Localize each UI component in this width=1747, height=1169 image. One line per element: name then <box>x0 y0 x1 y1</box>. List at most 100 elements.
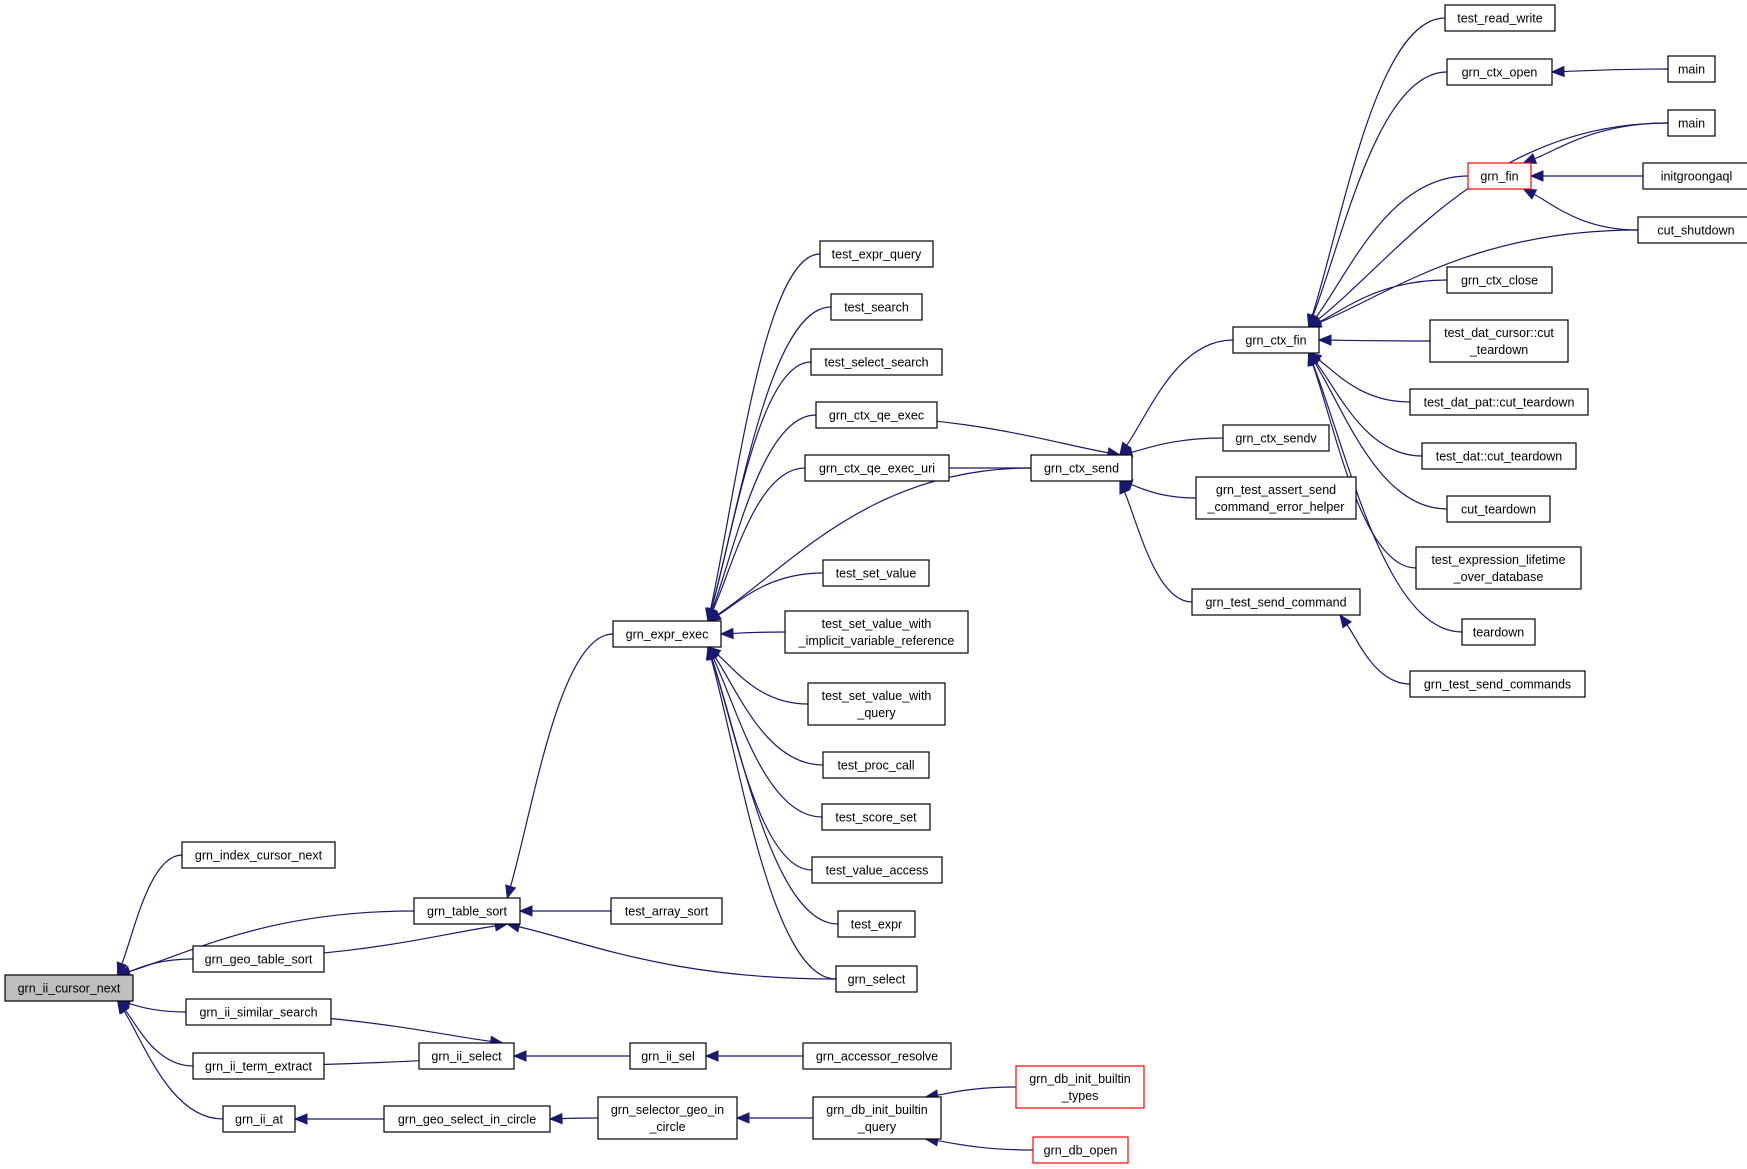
node-grn-geo-select-in-circle[interactable]: grn_geo_select_in_circle <box>383 1105 551 1133</box>
edge-test-set-value-with-implicit-to-grn-expr-exec <box>719 627 786 640</box>
node-grn-test-assert-send[interactable]: grn_test_assert_send_command_error_helpe… <box>1195 476 1357 520</box>
node-label: test_dat::cut_teardown <box>1436 450 1563 464</box>
edge-line <box>937 1140 1034 1151</box>
node-label: grn_test_send_command <box>1205 596 1346 610</box>
node-box <box>1637 216 1747 244</box>
node-grn-ctx-qe-exec[interactable]: grn_ctx_qe_exec <box>815 401 938 429</box>
edge-line <box>717 654 809 705</box>
edge-grn-ctx-qe-exec-uri-to-grn-expr-exec <box>707 467 806 623</box>
node-box <box>185 998 332 1026</box>
node-test-array-sort[interactable]: test_array_sort <box>610 897 723 925</box>
node-grn-ctx-open[interactable]: grn_ctx_open <box>1446 58 1553 86</box>
node-box <box>1409 388 1589 416</box>
node-test-dat-cursor-cut-teardown[interactable]: test_dat_cursor::cut_teardown <box>1429 319 1569 363</box>
node-grn-test-send-commands[interactable]: grn_test_send_commands <box>1409 670 1586 698</box>
node-grn-ii-at[interactable]: grn_ii_at <box>222 1105 296 1133</box>
node-initgroongaql[interactable]: initgroongaql <box>1642 162 1747 190</box>
arrowhead <box>1119 479 1131 495</box>
edge-line <box>710 253 821 610</box>
node-label: test_array_sort <box>625 905 709 919</box>
node-grn-ctx-fin[interactable]: grn_ctx_fin <box>1232 326 1320 354</box>
node-test-select-search[interactable]: test_select_search <box>810 348 943 376</box>
node-test-value-access[interactable]: test_value_access <box>811 856 943 884</box>
node-box <box>1032 1136 1129 1164</box>
node-label: _query <box>856 706 896 720</box>
edge-line <box>123 1010 224 1120</box>
node-grn-fin[interactable]: grn_fin <box>1467 162 1532 190</box>
node-cut-shutdown[interactable]: cut_shutdown <box>1637 216 1747 244</box>
node-test-search[interactable]: test_search <box>830 293 923 321</box>
node-grn-ctx-close[interactable]: grn_ctx_close <box>1446 266 1553 294</box>
edge-line <box>1312 363 1463 633</box>
node-grn-test-send-command[interactable]: grn_test_send_command <box>1191 588 1361 616</box>
edge-line <box>1317 122 1669 321</box>
node-test-expr-query[interactable]: test_expr_query <box>819 240 934 268</box>
node-main-1[interactable]: main <box>1667 55 1716 83</box>
node-label: grn_ii_sel <box>641 1050 695 1064</box>
arrowhead <box>1339 613 1352 629</box>
node-test-score-set[interactable]: test_score_set <box>821 803 931 831</box>
node-main-2[interactable]: main <box>1667 109 1716 137</box>
node-label: grn_accessor_resolve <box>816 1050 938 1064</box>
node-label: grn_ii_at <box>235 1113 283 1127</box>
node-box <box>597 1096 738 1140</box>
node-box <box>1191 588 1361 616</box>
edge-line <box>1124 491 1193 603</box>
node-grn-ii-cursor-next[interactable]: grn_ii_cursor_next <box>4 974 134 1002</box>
edge-line <box>1346 624 1411 685</box>
node-grn-select[interactable]: grn_select <box>835 965 918 993</box>
node-grn-index-cursor-next[interactable]: grn_index_cursor_next <box>181 841 336 869</box>
node-label: test_expression_lifetime <box>1431 553 1565 567</box>
node-box <box>1461 618 1536 646</box>
node-test-set-value-with-query[interactable]: test_set_value_with_query <box>807 682 946 726</box>
node-grn-accessor-resolve[interactable]: grn_accessor_resolve <box>802 1042 952 1070</box>
node-teardown[interactable]: teardown <box>1461 618 1536 646</box>
arrowhead <box>518 905 533 917</box>
node-grn-ii-sel[interactable]: grn_ii_sel <box>629 1042 707 1070</box>
node-test-set-value-with-implicit[interactable]: test_set_value_with_implicit_variable_re… <box>784 610 969 654</box>
node-grn-ii-select[interactable]: grn_ii_select <box>418 1042 515 1070</box>
node-test-dat-cut-teardown[interactable]: test_dat::cut_teardown <box>1421 442 1577 470</box>
node-grn-table-sort[interactable]: grn_table_sort <box>413 897 521 925</box>
node-grn-ctx-send[interactable]: grn_ctx_send <box>1030 454 1133 482</box>
node-box <box>1232 326 1320 354</box>
edge-line <box>732 631 786 635</box>
node-test-read-write[interactable]: test_read_write <box>1444 4 1556 32</box>
node-grn-ctx-qe-exec-uri[interactable]: grn_ctx_qe_exec_uri <box>804 454 950 482</box>
node-grn-db-init-builtin-types[interactable]: grn_db_init_builtin_types <box>1015 1065 1145 1109</box>
node-box <box>822 559 930 587</box>
edge-grn-ctx-sendv-to-grn-ctx-send <box>1118 437 1224 458</box>
node-grn-db-init-builtin-query[interactable]: grn_db_init_builtin_query <box>812 1096 942 1140</box>
node-cut-teardown[interactable]: cut_teardown <box>1446 495 1551 523</box>
node-test-dat-pat-cut-teardown[interactable]: test_dat_pat::cut_teardown <box>1409 388 1589 416</box>
node-test-proc-call[interactable]: test_proc_call <box>822 751 930 779</box>
node-grn-geo-table-sort[interactable]: grn_geo_table_sort <box>192 945 325 973</box>
node-grn-ii-term-extract[interactable]: grn_ii_term_extract <box>192 1052 325 1080</box>
node-grn-db-open[interactable]: grn_db_open <box>1032 1136 1129 1164</box>
node-box <box>1030 454 1133 482</box>
node-label: grn_ii_similar_search <box>199 1006 317 1020</box>
node-label: grn_expr_exec <box>626 628 709 642</box>
node-grn-ii-similar-search[interactable]: grn_ii_similar_search <box>185 998 332 1026</box>
edge-line <box>1126 339 1234 446</box>
node-label: _command_error_helper <box>1207 500 1345 514</box>
node-box <box>192 1052 325 1080</box>
node-test-expr[interactable]: test_expr <box>837 910 916 938</box>
node-grn-expr-exec[interactable]: grn_expr_exec <box>612 620 722 648</box>
node-grn-selector-geo-in-circle[interactable]: grn_selector_geo_in_circle <box>597 1096 738 1140</box>
node-test-set-value[interactable]: test_set_value <box>822 559 930 587</box>
node-box <box>383 1105 551 1133</box>
node-label: grn_ii_term_extract <box>205 1060 313 1074</box>
node-test-expression-lifetime[interactable]: test_expression_lifetime_over_database <box>1415 546 1582 590</box>
edge-initgroongaql-to-grn-fin <box>1529 170 1643 182</box>
node-label: test_proc_call <box>837 759 914 773</box>
edge-line <box>1314 362 1448 510</box>
edge-line <box>1563 68 1669 73</box>
node-box <box>819 240 934 268</box>
node-grn-ctx-sendv[interactable]: grn_ctx_sendv <box>1222 424 1330 452</box>
node-box <box>811 856 943 884</box>
node-label: grn_db_init_builtin <box>1029 1072 1131 1086</box>
node-label: grn_ctx_fin <box>1245 334 1306 348</box>
node-label: grn_ctx_send <box>1044 462 1119 476</box>
edge-line <box>710 658 837 980</box>
